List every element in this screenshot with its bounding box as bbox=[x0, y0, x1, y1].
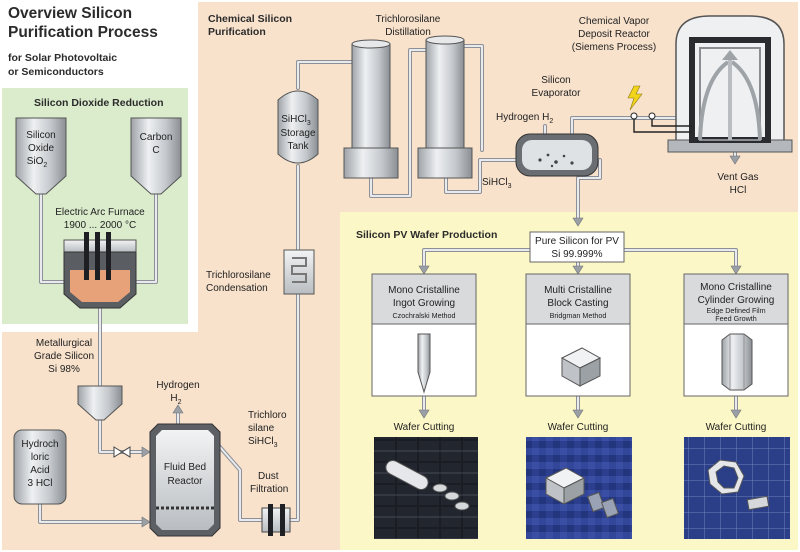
metallurgical-label-1: Metallurgical bbox=[36, 338, 92, 349]
flow-arrows bbox=[69, 145, 742, 528]
wafer-cutting-label-3: Wafer Cutting bbox=[706, 422, 767, 433]
metallurgical-hopper bbox=[77, 385, 123, 421]
method-box-mono-ingot: Mono Cristalline Ingot Growing Czochrals… bbox=[371, 273, 477, 397]
vent-gas-label-1: Vent Gas bbox=[717, 172, 758, 183]
svg-text:Cylinder Growing: Cylinder Growing bbox=[698, 295, 775, 306]
svg-text:3 HCl: 3 HCl bbox=[27, 478, 52, 489]
svg-text:Fluid Bed: Fluid Bed bbox=[164, 462, 206, 473]
mono-solar-wafer bbox=[374, 437, 478, 539]
svg-text:Carbon: Carbon bbox=[140, 132, 173, 143]
distillation-label-1: Trichlorosilane bbox=[376, 14, 441, 25]
svg-text:Tank: Tank bbox=[287, 141, 309, 152]
subtitle-line-1: for Solar Photovoltaic bbox=[8, 52, 117, 64]
svg-text:Reactor: Reactor bbox=[167, 476, 203, 487]
storage-tank: SiHCl3 Storage Tank bbox=[277, 90, 319, 164]
cvd-label-2: Deposit Reactor bbox=[578, 29, 650, 40]
silicon-oxide-silo: Silicon Oxide SiO2 bbox=[15, 117, 67, 195]
svg-text:Bridgman Method: Bridgman Method bbox=[550, 311, 607, 320]
title-line-1: Overview Silicon bbox=[8, 5, 132, 22]
section-heading-dioxide: Silicon Dioxide Reduction bbox=[34, 97, 164, 109]
method-box-mono-cylinder: Mono Cristalline Cylinder Growing Edge D… bbox=[683, 273, 789, 397]
evaporator-label-1: Silicon bbox=[541, 75, 570, 86]
metallurgical-label-3: Si 98% bbox=[48, 364, 80, 375]
method-box-multi-block: Multi Cristalline Block Casting Bridgman… bbox=[525, 273, 631, 397]
hydrogen-in-label: Hydrogen H2 bbox=[496, 112, 553, 125]
cvd-reactor bbox=[667, 15, 793, 153]
svg-text:Hydroch: Hydroch bbox=[21, 439, 58, 450]
dust-filtration-label-1: Dust bbox=[258, 471, 279, 482]
svg-text:Block Casting: Block Casting bbox=[547, 298, 608, 309]
title-line-2: Purification Process bbox=[8, 24, 158, 41]
distillation-column-1 bbox=[343, 39, 399, 179]
furnace-label-2: 1900 ... 2000 °C bbox=[64, 220, 136, 231]
svg-text:Czochralski Method: Czochralski Method bbox=[392, 311, 455, 320]
trichloro-label-2: silane bbox=[248, 423, 275, 434]
svg-text:SiO2: SiO2 bbox=[27, 156, 48, 169]
svg-text:C: C bbox=[152, 145, 159, 156]
distillation-column-2 bbox=[417, 35, 473, 179]
svg-text:Storage: Storage bbox=[280, 128, 315, 139]
furnace-label-1: Electric Arc Furnace bbox=[55, 207, 145, 218]
svg-text:Mono Cristalline: Mono Cristalline bbox=[700, 282, 772, 293]
vent-gas-label-2: HCl bbox=[730, 185, 747, 196]
wafer-cutting-label-2: Wafer Cutting bbox=[548, 422, 609, 433]
valve bbox=[113, 446, 131, 458]
distillation-label-2: Distillation bbox=[385, 27, 431, 38]
multi-solar-wafer bbox=[526, 437, 632, 539]
dust-filter bbox=[261, 504, 291, 536]
svg-text:Feed Growth: Feed Growth bbox=[715, 314, 757, 323]
hydrochloric-acid-tank: Hydroch loric Acid 3 HCl bbox=[13, 429, 67, 505]
metallurgical-label-2: Grade Silicon bbox=[34, 351, 94, 362]
condensation-label-1: Trichlorosilane bbox=[206, 270, 271, 281]
svg-text:Pure Silicon for PV: Pure Silicon for PV bbox=[535, 236, 619, 247]
evaporator-label-2: Evaporator bbox=[532, 88, 582, 99]
svg-text:Silicon: Silicon bbox=[26, 130, 55, 141]
cylinder-solar-wafer bbox=[684, 437, 790, 539]
wafer-cutting-label-1: Wafer Cutting bbox=[394, 422, 455, 433]
trichloro-label-1: Trichloro bbox=[248, 410, 287, 421]
svg-text:Si 99.999%: Si 99.999% bbox=[551, 249, 602, 260]
silicon-evaporator bbox=[515, 133, 599, 177]
section-heading-chemical-1: Chemical Silicon bbox=[208, 13, 292, 25]
section-heading-chemical-2: Purification bbox=[208, 26, 266, 38]
dust-filtration-label-2: Filtration bbox=[250, 484, 288, 495]
hydrogen-out-label: Hydrogen bbox=[156, 380, 199, 391]
sihcl3-label: SiHCl3 bbox=[482, 177, 512, 190]
condenser bbox=[283, 249, 315, 295]
electric-arc-furnace bbox=[63, 232, 137, 309]
pure-silicon-box: Pure Silicon for PV Si 99.999% bbox=[529, 231, 625, 263]
cvd-label-1: Chemical Vapor bbox=[579, 16, 650, 27]
condensation-label-2: Condensation bbox=[206, 283, 268, 294]
svg-text:Oxide: Oxide bbox=[28, 143, 55, 154]
fluid-bed-reactor: Fluid Bed Reactor bbox=[149, 423, 221, 537]
power-supply bbox=[627, 85, 692, 133]
subtitle-line-2: or Semiconductors bbox=[8, 66, 104, 78]
svg-text:Mono Cristalline: Mono Cristalline bbox=[388, 285, 460, 296]
cvd-label-3: (Siemens Process) bbox=[572, 42, 656, 53]
svg-text:Ingot Growing: Ingot Growing bbox=[393, 298, 455, 309]
svg-text:SiHCl3: SiHCl3 bbox=[281, 114, 311, 127]
svg-text:Multi Cristalline: Multi Cristalline bbox=[544, 285, 612, 296]
svg-text:Edge Defined Film: Edge Defined Film bbox=[706, 306, 765, 315]
trichloro-label-3: SiHCl3 bbox=[248, 436, 278, 449]
svg-text:Acid: Acid bbox=[30, 465, 49, 476]
carbon-silo: Carbon C bbox=[130, 117, 182, 195]
hydrogen-out-formula: H2 bbox=[170, 393, 181, 406]
svg-text:loric: loric bbox=[31, 452, 49, 463]
section-heading-pv: Silicon PV Wafer Production bbox=[356, 229, 497, 241]
